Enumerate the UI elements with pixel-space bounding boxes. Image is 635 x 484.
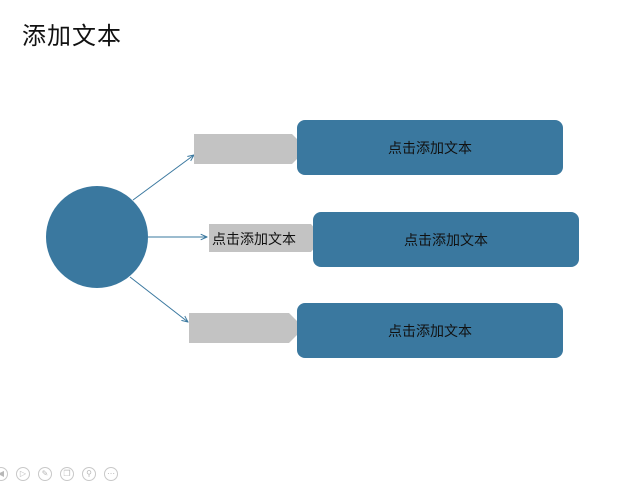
text-box-top[interactable]: 点击添加文本	[297, 120, 563, 175]
tag-label-middle[interactable]: 点击添加文本	[212, 232, 296, 248]
central-circle	[46, 186, 148, 288]
pen-icon[interactable]: ✎	[38, 467, 52, 481]
text-box-middle[interactable]: 点击添加文本	[313, 212, 579, 267]
slideshow-toolbar: ◀ ▷ ✎ ❐ ⚲ ⋯	[0, 465, 126, 483]
text-box-label: 点击添加文本	[404, 232, 488, 249]
play-icon[interactable]: ▷	[16, 467, 30, 481]
tag-shape-middle	[209, 224, 323, 252]
connector-arrow-top	[132, 155, 194, 201]
text-box-label: 点击添加文本	[388, 323, 472, 340]
tag-shape-top	[194, 134, 307, 164]
text-box-label: 点击添加文本	[388, 140, 472, 157]
zoom-icon[interactable]: ⚲	[82, 467, 96, 481]
text-box-bottom[interactable]: 点击添加文本	[297, 303, 563, 358]
copy-icon[interactable]: ❐	[60, 467, 74, 481]
slide-title: 添加文本	[22, 22, 122, 50]
tag-shape-bottom	[189, 313, 304, 343]
more-icon[interactable]: ⋯	[104, 467, 118, 481]
prev-icon[interactable]: ◀	[0, 467, 8, 481]
connector-arrow-bottom	[129, 276, 188, 322]
